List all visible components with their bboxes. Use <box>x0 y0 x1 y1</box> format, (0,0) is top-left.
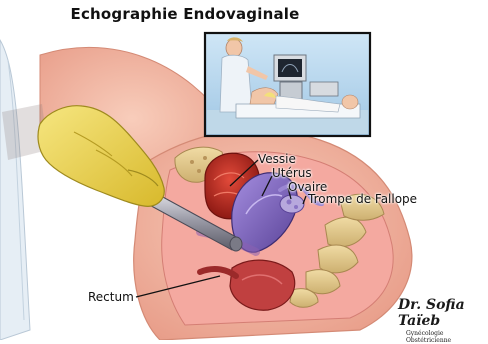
inset-image <box>205 33 370 136</box>
label-uterus: Utérus <box>272 166 312 180</box>
signature-subtitle: Gynécologie Obstétricienne <box>406 330 488 344</box>
signature: Dr. Sofia Taïeb Gynécologie Obstétricien… <box>398 297 488 344</box>
label-vessie: Vessie <box>258 152 296 166</box>
page-title: Echographie Endovaginale <box>0 5 370 23</box>
ovary <box>280 195 304 213</box>
label-rectum: Rectum <box>88 290 134 304</box>
drape <box>0 40 30 340</box>
signature-name: Dr. Sofia Taïeb <box>398 297 488 329</box>
label-trompe: Trompe de Fallope <box>308 192 417 206</box>
rectum <box>230 260 295 310</box>
